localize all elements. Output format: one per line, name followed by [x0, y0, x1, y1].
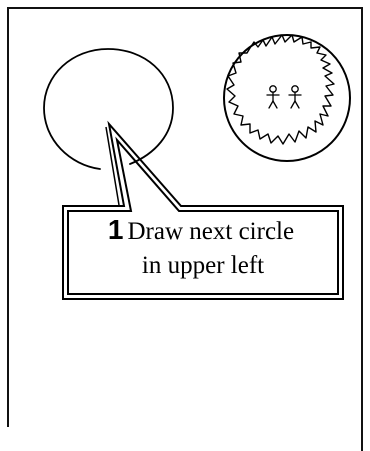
step-number: 1: [108, 214, 124, 245]
callout-text: 1 Draw next circle in upper left: [70, 213, 336, 281]
instruction-line2: in upper left: [70, 251, 336, 281]
instruction-line1: Draw next circle: [128, 218, 295, 245]
instruction-line1-wrapper: 1 Draw next circle: [66, 213, 336, 247]
scalloped-circle-with-figures-icon: [224, 35, 350, 161]
hand-drawn-circle-icon: [44, 49, 173, 169]
